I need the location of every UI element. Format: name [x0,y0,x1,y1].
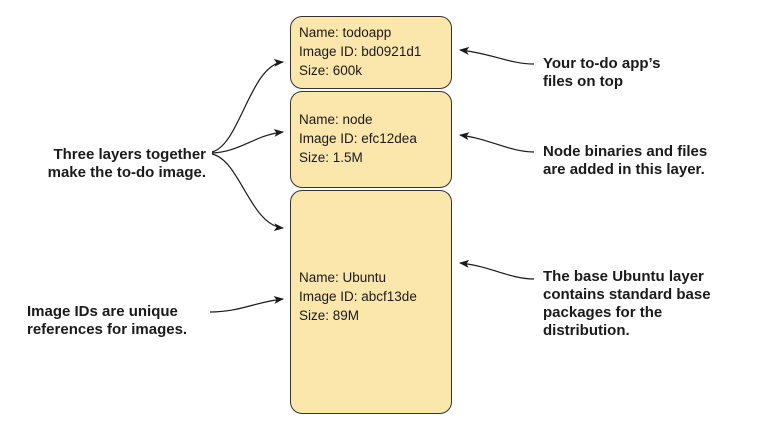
arrow-to-ubuntu-layer [211,153,284,232]
note-line: The base Ubuntu layer [543,268,704,285]
image-ids-note: Image IDs are unique references for imag… [27,303,187,339]
ubuntu-base-note: The base Ubuntu layer contains standard … [543,268,711,340]
node-layer: Name: node Image ID: efc12dea Size: 1.5M [290,91,452,188]
note-line: files on top [543,73,623,90]
arrow-to-ubuntu-image-id [209,295,284,313]
layer-image-id: Image ID: abcf13de [299,289,417,304]
note-line: Image IDs are unique [27,303,178,320]
note-line: make the to-do image. [47,164,206,181]
layer-size: Size: 1.5M [299,150,363,165]
note-line: packages for the [543,304,663,321]
layer-name: Name: todoapp [299,25,392,40]
layer-size: Size: 89M [299,308,360,323]
note-line: are added in this layer. [543,161,705,178]
layer-name: Name: node [299,112,373,127]
note-line: Three layers together [53,146,206,163]
layer-image-id: Image ID: efc12dea [299,131,417,146]
todoapp-files-note: Your to-do app’s files on top [543,55,661,91]
ubuntu-layer: Name: Ubuntu Image ID: abcf13de Size: 89… [290,190,452,414]
note-line: contains standard base [543,286,711,303]
arrow-to-todoapp-layer [211,58,284,153]
arrow-from-base-note [459,259,535,280]
arrow-from-mid-note [459,132,535,153]
note-line: Node binaries and files [543,143,708,160]
note-line: references for images. [27,321,188,338]
arrow-from-top-note [459,46,535,65]
note-line: Your to-do app’s [543,55,661,72]
layer-image-id: Image ID: bd0921d1 [299,44,422,59]
layer-size: Size: 600k [299,63,363,78]
node-binaries-note: Node binaries and files are added in thi… [543,143,707,179]
note-line: distribution. [543,322,630,339]
todoapp-layer: Name: todoapp Image ID: bd0921d1 Size: 6… [290,16,452,89]
layer-name: Name: Ubuntu [299,270,387,285]
arrow-to-node-layer [211,128,284,154]
three-layers-note: Three layers together make the to-do ima… [26,146,206,182]
